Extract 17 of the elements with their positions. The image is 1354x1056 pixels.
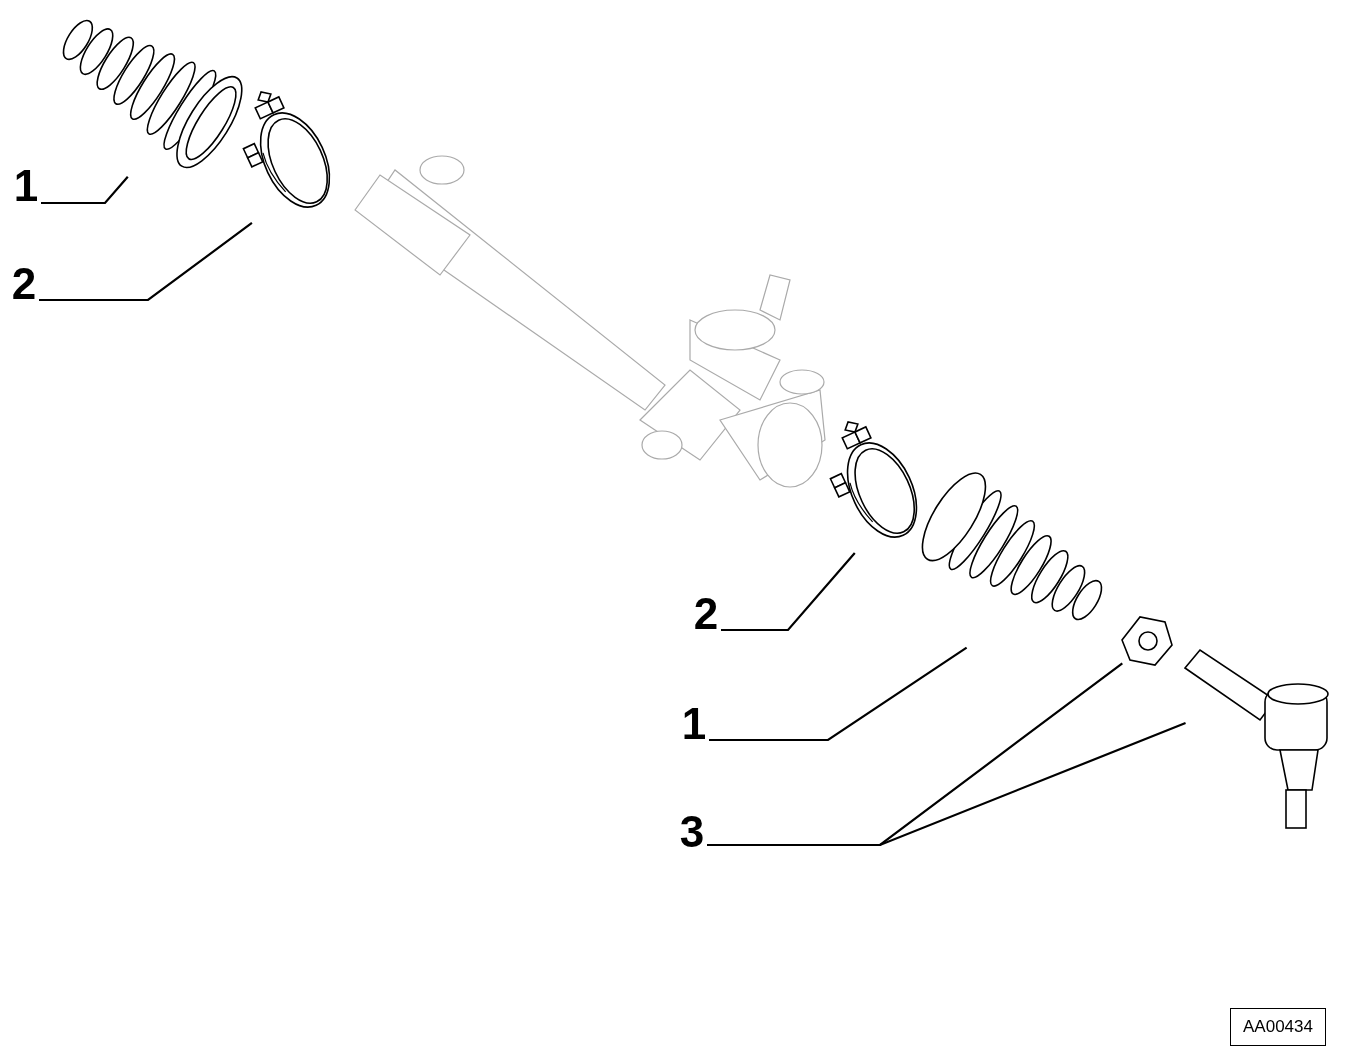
leader-line — [721, 552, 856, 632]
callout-number: 3 — [678, 812, 706, 852]
leader-line — [709, 646, 968, 742]
leader-line — [41, 176, 129, 205]
callout-number: 1 — [12, 166, 40, 206]
leader-line — [707, 721, 1186, 847]
bellows-boot-drawing — [62, 19, 243, 169]
hose-clamp-drawing — [829, 421, 918, 538]
reference-code: AA00434 — [1230, 1008, 1326, 1046]
tie-rod-end-drawing — [1183, 648, 1329, 829]
leader-line — [39, 222, 253, 302]
callout-number: 2 — [692, 594, 720, 634]
callout-number: 1 — [680, 704, 708, 744]
hex-nut-drawing — [1121, 616, 1173, 666]
hose-clamp-drawing — [242, 91, 331, 208]
bellows-boot-drawing — [921, 472, 1103, 621]
callout-number: 2 — [10, 264, 38, 304]
